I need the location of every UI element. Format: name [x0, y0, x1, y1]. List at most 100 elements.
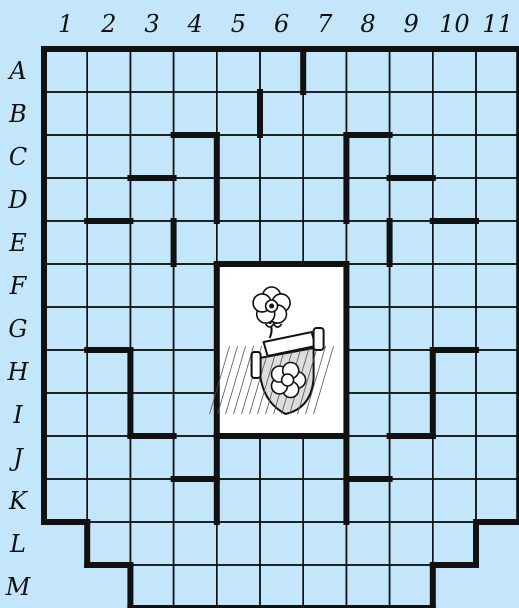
board-cell-A5[interactable]: [217, 49, 260, 92]
board-cell-I10[interactable]: [433, 393, 476, 436]
board-cell-C1[interactable]: [44, 135, 87, 178]
board-cell-F8[interactable]: [346, 264, 389, 307]
board-cell-A7[interactable]: [303, 49, 346, 92]
board-cell-I9[interactable]: [390, 393, 433, 436]
board-cell-C5[interactable]: [217, 135, 260, 178]
board-cell-M7[interactable]: [303, 565, 346, 608]
board-cell-A11[interactable]: [476, 49, 519, 92]
board-cell-D5[interactable]: [217, 178, 260, 221]
board-cell-F10[interactable]: [433, 264, 476, 307]
board-cell-B1[interactable]: [44, 92, 87, 135]
board-cell-L4[interactable]: [174, 522, 217, 565]
board-cell-K10[interactable]: [433, 479, 476, 522]
board-cell-G1[interactable]: [44, 307, 87, 350]
board-cell-K11[interactable]: [476, 479, 519, 522]
board-cell-H2[interactable]: [87, 350, 130, 393]
board-cell-E1[interactable]: [44, 221, 87, 264]
board-cell-L5[interactable]: [217, 522, 260, 565]
board-cell-G8[interactable]: [346, 307, 389, 350]
board-cell-I4[interactable]: [174, 393, 217, 436]
board-cell-D10[interactable]: [433, 178, 476, 221]
board-cell-D3[interactable]: [130, 178, 173, 221]
board-cell-F9[interactable]: [390, 264, 433, 307]
board-cell-L8[interactable]: [346, 522, 389, 565]
board-cell-B8[interactable]: [346, 92, 389, 135]
board-cell-F11[interactable]: [476, 264, 519, 307]
board-cell-K1[interactable]: [44, 479, 87, 522]
board-cell-A2[interactable]: [87, 49, 130, 92]
board-cell-K4[interactable]: [174, 479, 217, 522]
board-cell-G10[interactable]: [433, 307, 476, 350]
board-cell-K9[interactable]: [390, 479, 433, 522]
board-cell-D4[interactable]: [174, 178, 217, 221]
board-cell-E8[interactable]: [346, 221, 389, 264]
board-cell-M3[interactable]: [130, 565, 173, 608]
board-cell-K5[interactable]: [217, 479, 260, 522]
board-cell-L6[interactable]: [260, 522, 303, 565]
board-cell-H1[interactable]: [44, 350, 87, 393]
board-cell-E5[interactable]: [217, 221, 260, 264]
board-cell-H8[interactable]: [346, 350, 389, 393]
board-cell-H9[interactable]: [390, 350, 433, 393]
board-cell-M5[interactable]: [217, 565, 260, 608]
board-cell-M9[interactable]: [390, 565, 433, 608]
board-cell-C9[interactable]: [390, 135, 433, 178]
board-cell-D7[interactable]: [303, 178, 346, 221]
board-cell-B9[interactable]: [390, 92, 433, 135]
board-cell-G11[interactable]: [476, 307, 519, 350]
board-cell-E10[interactable]: [433, 221, 476, 264]
board-cell-G3[interactable]: [130, 307, 173, 350]
board-cell-K6[interactable]: [260, 479, 303, 522]
board-cell-K3[interactable]: [130, 479, 173, 522]
board-cell-F2[interactable]: [87, 264, 130, 307]
board-cell-E6[interactable]: [260, 221, 303, 264]
board-cell-C3[interactable]: [130, 135, 173, 178]
board-cell-B11[interactable]: [476, 92, 519, 135]
board-cell-J9[interactable]: [390, 436, 433, 479]
board-cell-H4[interactable]: [174, 350, 217, 393]
board-cell-A10[interactable]: [433, 49, 476, 92]
board-cell-B7[interactable]: [303, 92, 346, 135]
board-cell-E7[interactable]: [303, 221, 346, 264]
board-cell-C11[interactable]: [476, 135, 519, 178]
board-cell-I8[interactable]: [346, 393, 389, 436]
board-cell-C2[interactable]: [87, 135, 130, 178]
board-cell-J3[interactable]: [130, 436, 173, 479]
board-cell-A4[interactable]: [174, 49, 217, 92]
board-cell-B5[interactable]: [217, 92, 260, 135]
board-cell-C7[interactable]: [303, 135, 346, 178]
board-cell-A1[interactable]: [44, 49, 87, 92]
board-cell-A6[interactable]: [260, 49, 303, 92]
board-cell-J6[interactable]: [260, 436, 303, 479]
board-cell-B2[interactable]: [87, 92, 130, 135]
board-cell-J11[interactable]: [476, 436, 519, 479]
board-cell-C4[interactable]: [174, 135, 217, 178]
board-cell-B4[interactable]: [174, 92, 217, 135]
board-cell-J7[interactable]: [303, 436, 346, 479]
board-cell-A8[interactable]: [346, 49, 389, 92]
board-cell-D1[interactable]: [44, 178, 87, 221]
board-cell-D6[interactable]: [260, 178, 303, 221]
board-cell-C8[interactable]: [346, 135, 389, 178]
board-cell-G4[interactable]: [174, 307, 217, 350]
board-cell-L3[interactable]: [130, 522, 173, 565]
board-cell-E4[interactable]: [174, 221, 217, 264]
board-cell-D8[interactable]: [346, 178, 389, 221]
board-cell-D9[interactable]: [390, 178, 433, 221]
board-cell-M6[interactable]: [260, 565, 303, 608]
board-cell-L7[interactable]: [303, 522, 346, 565]
board-cell-D2[interactable]: [87, 178, 130, 221]
board-cell-K8[interactable]: [346, 479, 389, 522]
board-cell-E2[interactable]: [87, 221, 130, 264]
board-cell-E3[interactable]: [130, 221, 173, 264]
board-cell-B6[interactable]: [260, 92, 303, 135]
board-cell-A3[interactable]: [130, 49, 173, 92]
board-cell-J2[interactable]: [87, 436, 130, 479]
board-cell-J5[interactable]: [217, 436, 260, 479]
board-cell-F3[interactable]: [130, 264, 173, 307]
board-cell-H11[interactable]: [476, 350, 519, 393]
board-cell-L2[interactable]: [87, 522, 130, 565]
board-cell-J8[interactable]: [346, 436, 389, 479]
board-cell-I1[interactable]: [44, 393, 87, 436]
board-cell-K7[interactable]: [303, 479, 346, 522]
